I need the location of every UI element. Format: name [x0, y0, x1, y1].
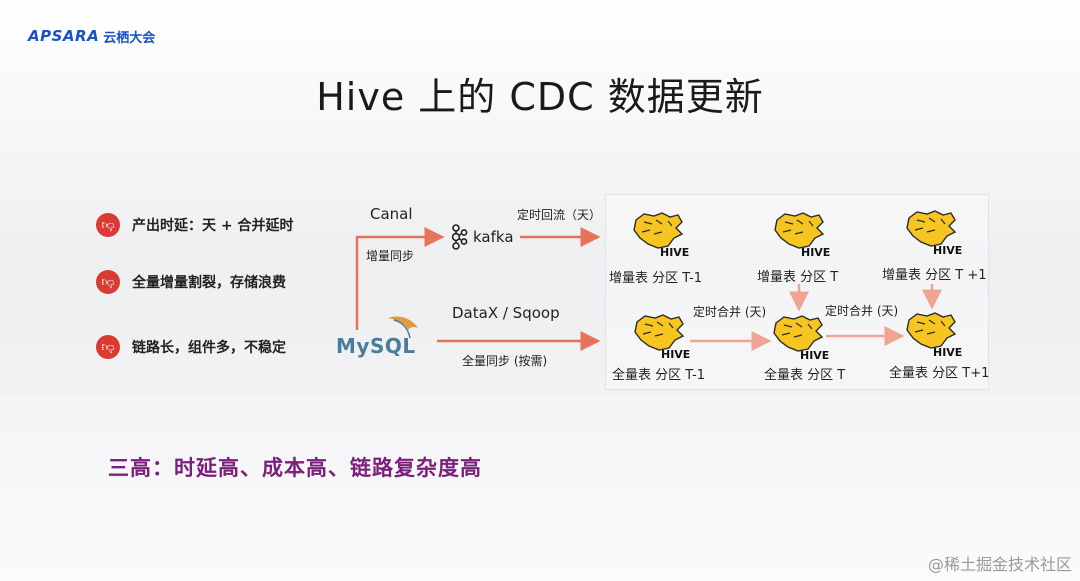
- thumbs-down-icon: 👎︎: [96, 335, 120, 359]
- pain-point-storage: 👎︎ 全量增量割裂，存储浪费: [96, 270, 286, 294]
- scheduled-backflow-label: 定时回流（天）: [517, 208, 602, 222]
- pain-point-text: 产出时延：天 + 合并延时: [132, 218, 294, 234]
- hive-bee-icon: HIVE: [634, 314, 690, 361]
- hive-bee-icon: HIVE: [633, 212, 689, 259]
- logo: APSARA 云栖大会: [28, 26, 155, 46]
- watermark: @稀土掘金技术社区: [927, 555, 1072, 574]
- mysql-dolphin-icon: [388, 316, 418, 339]
- hive-bee-icon: HIVE: [906, 312, 962, 359]
- merge-label-1: 定时合并 (天): [693, 305, 767, 319]
- mysql-label: MySQL: [336, 334, 416, 358]
- incr-sync-label: 增量同步: [366, 249, 415, 263]
- svg-text:HIVE: HIVE: [661, 348, 690, 360]
- incr-table-t: 增量表 分区 T: [757, 270, 839, 285]
- hive-logo-incr-t: HIVE: [771, 212, 831, 259]
- hive-bee-icon: HIVE: [774, 212, 830, 259]
- mysql-logo: MySQL: [336, 312, 424, 358]
- kafka-icon: [451, 224, 468, 250]
- hive-logo-incr-tp1: HIVE: [903, 210, 963, 257]
- svg-text:HIVE: HIVE: [800, 349, 829, 361]
- pain-point-text: 全量增量割裂，存储浪费: [132, 275, 286, 291]
- svg-text:HIVE: HIVE: [660, 246, 689, 258]
- svg-text:HIVE: HIVE: [801, 246, 830, 258]
- hive-logo-full-tm1: HIVE: [631, 314, 691, 361]
- incr-table-tp1: 增量表 分区 T +1: [882, 268, 987, 283]
- logo-brand: APSARA: [28, 27, 100, 45]
- full-table-t: 全量表 分区 T: [764, 368, 846, 383]
- datax-label: DataX / Sqoop: [452, 304, 560, 322]
- svg-text:HIVE: HIVE: [933, 346, 962, 358]
- pain-point-latency: 👎︎ 产出时延：天 + 合并延时: [96, 213, 293, 237]
- arrow-mysql-to-kafka: [355, 227, 445, 330]
- canal-label: Canal: [370, 205, 413, 223]
- svg-text:HIVE: HIVE: [933, 244, 962, 256]
- kafka-label: kafka: [473, 228, 514, 246]
- incr-table-tm1: 增量表 分区 T-1: [609, 271, 702, 286]
- logo-brand-cn: 云栖大会: [103, 30, 156, 46]
- pain-point-text: 链路长，组件多，不稳定: [132, 340, 286, 356]
- hive-bee-icon: HIVE: [906, 210, 962, 257]
- hive-logo-incr-tm1: HIVE: [630, 212, 690, 259]
- full-sync-label: 全量同步 (按需): [462, 354, 548, 368]
- pain-point-pipeline: 👎︎ 链路长，组件多，不稳定: [96, 335, 286, 359]
- hive-bee-icon: HIVE: [773, 315, 829, 362]
- full-table-tp1: 全量表 分区 T+1: [889, 366, 990, 381]
- thumbs-down-icon: 👎︎: [96, 213, 120, 237]
- merge-label-2: 定时合并 (天): [825, 304, 899, 318]
- page-title: Hive 上的 CDC 数据更新: [316, 75, 764, 119]
- background-band: [0, 396, 1080, 581]
- hive-logo-full-t: HIVE: [770, 315, 830, 362]
- full-table-tm1: 全量表 分区 T-1: [612, 368, 705, 383]
- thumbs-down-icon: 👎︎: [96, 270, 120, 294]
- hive-logo-full-tp1: HIVE: [903, 312, 963, 359]
- conclusion-text: 三高：时延高、成本高、链路复杂度高: [108, 456, 482, 480]
- kafka-logo: kafka: [450, 224, 514, 250]
